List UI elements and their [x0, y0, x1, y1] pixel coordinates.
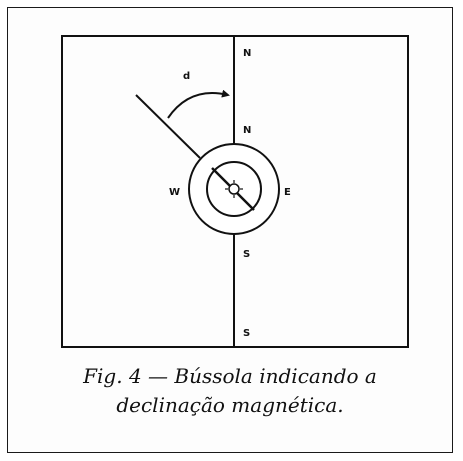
figure-caption: Fig. 4 — Bússola indicando a declinação …: [7, 362, 453, 420]
label-north-top: N: [243, 48, 251, 59]
caption-line-2: declinação magnética.: [116, 393, 344, 417]
label-declination: d: [183, 71, 190, 82]
label-south-bottom: S: [243, 328, 250, 339]
caption-line-1: Fig. 4 — Bússola indicando a: [83, 364, 377, 388]
label-north-inner: N: [243, 125, 251, 136]
compass-pivot: [228, 183, 240, 195]
magnetic-north-line: [135, 94, 201, 159]
declination-arrow: [167, 89, 230, 119]
compass-pivot-rays: [225, 180, 243, 198]
label-south-inner: S: [243, 249, 250, 260]
label-east: E: [284, 187, 291, 198]
label-west: W: [169, 187, 180, 198]
